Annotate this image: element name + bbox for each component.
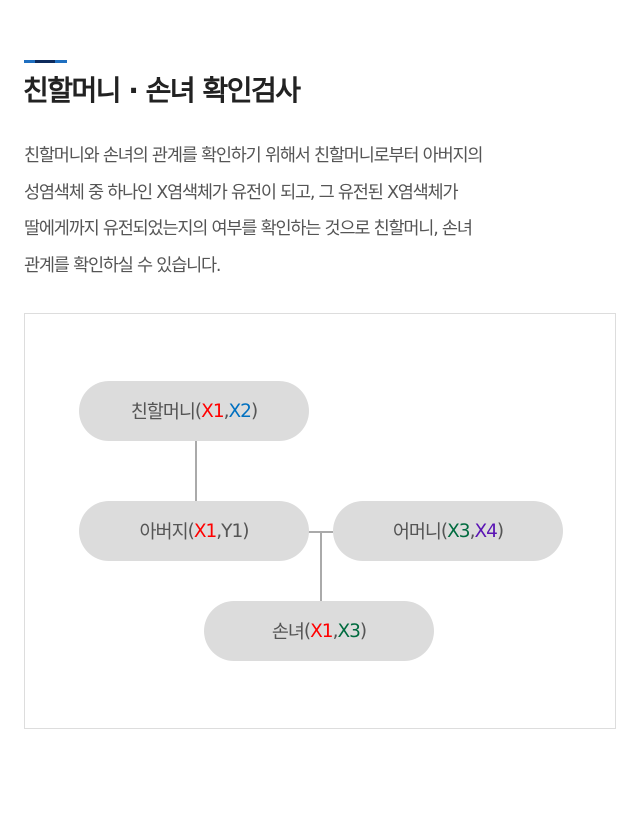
node-label: 친할머니: [130, 402, 196, 423]
description-line: 성염색체 중 하나인 X염색체가 유전이 되고, 그 유전된 X염색체가: [24, 182, 459, 203]
allele-b: X2: [228, 400, 251, 422]
node-mother: 어머니 (X3, X4): [333, 501, 563, 561]
family-tree-diagram: 친할머니 (X1, X2) 아버지 (X1, Y1) 어머니 (X3, X4) …: [24, 313, 616, 729]
allele-a: X1: [193, 520, 217, 542]
node-grandmother: 친할머니 (X1, X2): [79, 381, 309, 441]
allele-a: X1: [310, 620, 333, 642]
allele-b: X3: [337, 620, 360, 642]
allele-a: X3: [447, 520, 470, 542]
connector-grandmother-father: [195, 441, 197, 502]
node-father: 아버지 (X1, Y1): [79, 501, 309, 561]
allele-b: Y1: [221, 520, 243, 542]
connector-parents-granddaughter: [320, 532, 322, 602]
node-label: 아버지: [139, 522, 189, 543]
node-label: 어머니: [392, 522, 442, 543]
description-line: 딸에게까지 유전되었는지의 여부를 확인하는 것으로 친할머니, 손녀: [24, 219, 473, 239]
description-paragraph: 친할머니와 손녀의 관계를 확인하기 위해서 친할머니로부터 아버지의 성염색체…: [24, 138, 614, 284]
allele-a: X1: [201, 400, 224, 422]
description-line: 관계를 확인하실 수 있습니다.: [24, 255, 221, 276]
title-accent-bar: [24, 60, 67, 63]
node-label: 손녀: [271, 622, 305, 643]
page-title: 친할머니 · 손녀 확인검사: [23, 74, 301, 107]
allele-b: X4: [474, 520, 497, 542]
description-line: 친할머니와 손녀의 관계를 확인하기 위해서 친할머니로부터 아버지의: [24, 146, 483, 166]
node-granddaughter: 손녀 (X1, X3): [204, 601, 434, 661]
